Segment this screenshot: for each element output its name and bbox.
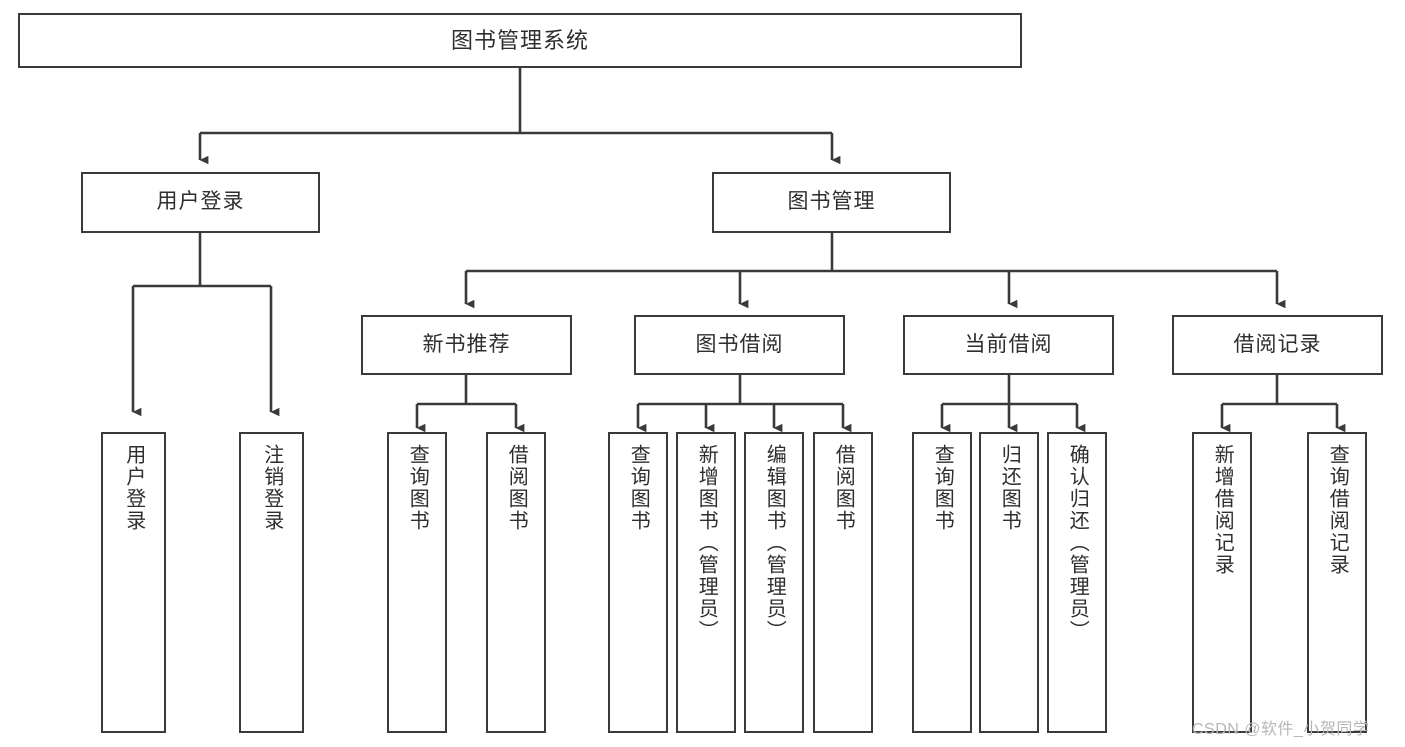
node-leaf-query-book-1[interactable]: 查询图书 xyxy=(387,432,447,733)
node-borrow-record[interactable]: 借阅记录 xyxy=(1172,315,1383,375)
node-label: 新书推荐 xyxy=(422,332,511,356)
node-label: 借阅记录 xyxy=(1233,332,1322,356)
node-leaf-add-record[interactable]: 新增借阅记录 xyxy=(1192,432,1252,733)
node-label: 查询图书 xyxy=(406,444,429,532)
node-leaf-edit-book[interactable]: 编辑图书（管理员） xyxy=(744,432,804,733)
node-label: 注销登录 xyxy=(260,444,283,532)
node-leaf-confirm-return[interactable]: 确认归还（管理员） xyxy=(1047,432,1107,733)
node-label: 新增图书（管理员） xyxy=(695,444,718,642)
node-root-system[interactable]: 图书管理系统 xyxy=(18,13,1022,68)
node-label: 借阅图书 xyxy=(832,444,855,532)
node-leaf-user-login[interactable]: 用户登录 xyxy=(101,432,166,733)
node-label: 图书借阅 xyxy=(695,332,784,356)
node-label: 查询借阅记录 xyxy=(1326,444,1349,576)
node-new-book-recommend[interactable]: 新书推荐 xyxy=(361,315,572,375)
node-leaf-borrow-book-2[interactable]: 借阅图书 xyxy=(813,432,873,733)
node-label: 用户登录 xyxy=(122,444,145,532)
node-label: 查询图书 xyxy=(627,444,650,532)
node-label: 当前借阅 xyxy=(964,332,1053,356)
node-leaf-borrow-book-1[interactable]: 借阅图书 xyxy=(486,432,546,733)
node-label: 借阅图书 xyxy=(505,444,528,532)
node-label: 查询图书 xyxy=(931,444,954,532)
node-leaf-add-book[interactable]: 新增图书（管理员） xyxy=(676,432,736,733)
node-label: 确认归还（管理员） xyxy=(1066,444,1089,642)
node-user-login[interactable]: 用户登录 xyxy=(81,172,320,233)
node-label: 图书管理 xyxy=(787,190,876,214)
node-book-borrow[interactable]: 图书借阅 xyxy=(634,315,845,375)
node-leaf-query-book-2[interactable]: 查询图书 xyxy=(608,432,668,733)
node-label: 归还图书 xyxy=(998,444,1021,532)
node-label: 新增借阅记录 xyxy=(1211,444,1234,576)
node-leaf-return-book[interactable]: 归还图书 xyxy=(979,432,1039,733)
node-label: 图书管理系统 xyxy=(450,27,589,53)
node-current-borrow[interactable]: 当前借阅 xyxy=(903,315,1114,375)
node-label: 用户登录 xyxy=(156,190,245,214)
csdn-watermark: CSDN @软件_小贺同学 xyxy=(1192,721,1370,738)
node-leaf-query-record[interactable]: 查询借阅记录 xyxy=(1307,432,1367,733)
node-label: 编辑图书（管理员） xyxy=(763,444,786,642)
node-book-manage[interactable]: 图书管理 xyxy=(712,172,951,233)
node-leaf-logout-login[interactable]: 注销登录 xyxy=(239,432,304,733)
node-leaf-query-book-3[interactable]: 查询图书 xyxy=(912,432,972,733)
